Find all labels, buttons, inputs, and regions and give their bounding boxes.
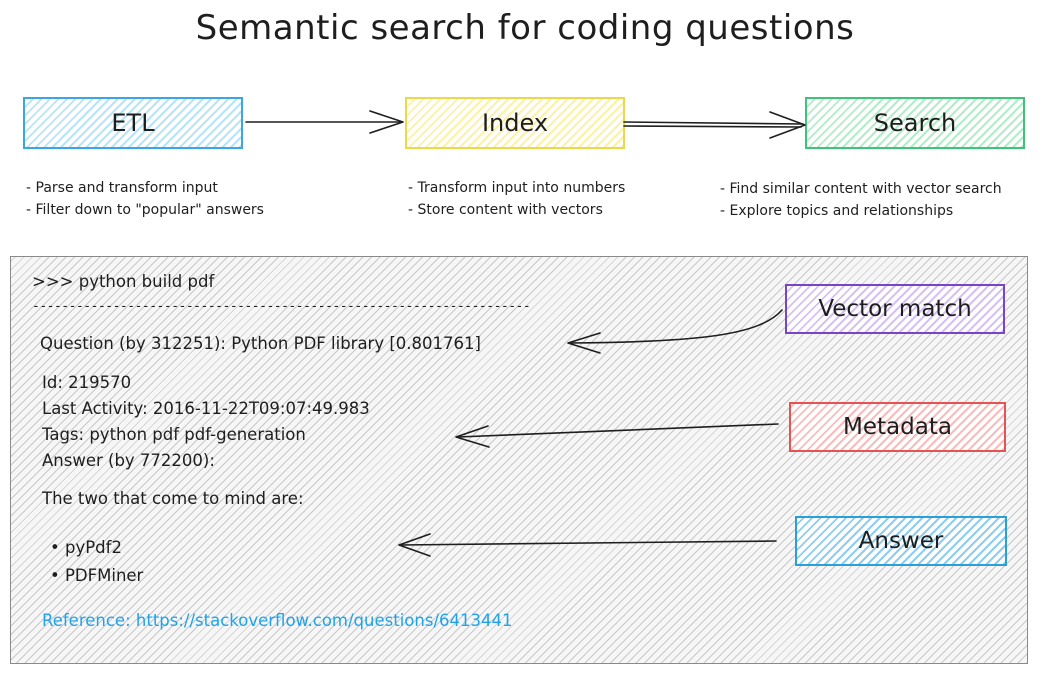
answer-intro: The two that come to mind are: [42,489,304,508]
arrow-metadata-to-tags [455,423,779,448]
answer-by-line: Answer (by 772200): [42,451,215,470]
bullet-dot-icon: • [50,538,65,557]
etl-bullet: - Filter down to "popular" answers [26,202,264,218]
search-bullet: - Explore topics and relationships [720,203,954,219]
etl-bullet: - Parse and transform input [26,180,218,196]
reference-link[interactable]: Reference: https://stackoverflow.com/que… [42,611,513,630]
answer-list-item: • PDFMiner [50,566,144,585]
search-bullets: - Find similar content with vector searc… [720,178,1002,222]
callout-metadata: Metadata [789,402,1006,452]
tags-line: Tags: python pdf pdf-generation [42,425,306,444]
arrow-vector-to-question [567,309,783,354]
query-line: >>> python build pdf [32,272,215,291]
arrow-answer-to-list [398,533,777,557]
search-bullet: - Find similar content with vector searc… [720,181,1002,197]
index-bullets: - Transform input into numbers - Store c… [408,177,625,221]
stage-etl: ETL [23,97,243,149]
index-bullet: - Store content with vectors [408,202,603,218]
arrow-etl-to-index [245,110,404,134]
id-line: Id: 219570 [42,373,132,392]
arrow-index-to-search [623,111,806,139]
etl-bullets: - Parse and transform input - Filter dow… [26,177,264,221]
callout-answer: Answer [795,516,1007,566]
separator-line: ----------------------------------------… [32,299,531,314]
stage-search: Search [805,97,1025,149]
stage-index: Index [405,97,625,149]
callout-vector-match: Vector match [785,284,1005,334]
diagram-title: Semantic search for coding questions [195,8,855,48]
question-line: Question (by 312251): Python PDF library… [40,334,481,353]
bullet-dot-icon: • [50,566,65,585]
answer-list-item: • pyPdf2 [50,538,122,557]
index-bullet: - Transform input into numbers [408,180,626,196]
last-activity-line: Last Activity: 2016-11-22T09:07:49.983 [42,399,370,418]
